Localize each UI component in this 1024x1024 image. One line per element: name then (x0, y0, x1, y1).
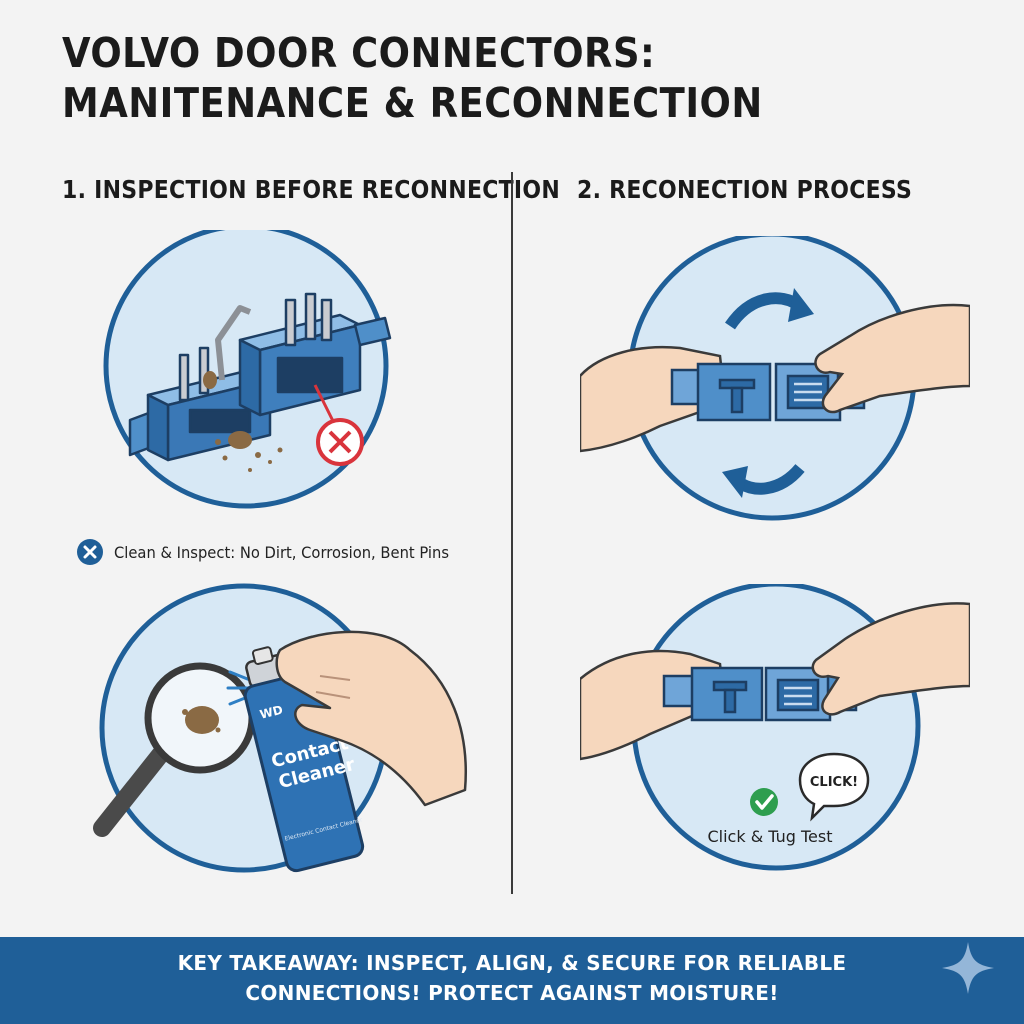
section-divider (511, 172, 513, 894)
click-speech-bubble: CLICK! (798, 752, 870, 822)
connector-male-half (670, 362, 772, 422)
checkmark-icon (750, 788, 778, 816)
click-bubble-text: CLICK! (810, 775, 858, 790)
title-line-2: MANITENANCE & RECONNECTION (62, 79, 763, 127)
align-connectors-scene (580, 236, 970, 521)
banner-line-1: KEY TAKEAWAY: INSPECT, ALIGN, & SECURE F… (177, 951, 847, 975)
connector-joined-left (662, 666, 764, 722)
reconnection-heading: 2. RECONECTION PROCESS (577, 175, 913, 204)
x-circle-icon (77, 539, 103, 565)
dirty-connector-scene (103, 230, 392, 509)
contact-cleaner-can: WD Contact Cleaner Electronic Contact Cl… (243, 646, 365, 873)
cleaning-scene: WD Contact Cleaner Electronic Contact Cl… (93, 583, 467, 873)
page-title: VOLVO DOOR CONNECTORS: MANITENANCE & REC… (62, 28, 962, 128)
click-tug-test-label: Click & Tug Test (707, 827, 832, 846)
key-takeaway-banner (0, 937, 1024, 1024)
sparkle-icon (942, 942, 994, 994)
right-hand-pulling (811, 602, 970, 716)
error-x-icon (316, 418, 364, 466)
rotate-arrow-bottom-icon (722, 463, 805, 498)
hand-holding-can (275, 630, 467, 807)
banner-line-2: CONNECTIONS! PROTECT AGAINST MOISTURE! (245, 981, 779, 1005)
inspection-note: Clean & Inspect: No Dirt, Corrosion, Ben… (76, 536, 478, 568)
right-hand (814, 303, 970, 414)
rotate-arrow-top-icon (725, 288, 814, 330)
click-tug-scene: CLICK! Click & Tug Test (580, 584, 970, 871)
can-brand-text: WD (258, 703, 284, 722)
inspection-heading: 1. INSPECTION BEFORE RECONNECTION (62, 175, 561, 204)
title-line-1: VOLVO DOOR CONNECTORS: (62, 29, 656, 77)
dirt-particles (203, 371, 283, 472)
key-takeaway-text: KEY TAKEAWAY: INSPECT, ALIGN, & SECURE F… (140, 948, 884, 1008)
inspection-note-text: Clean & Inspect: No Dirt, Corrosion, Ben… (114, 542, 449, 562)
